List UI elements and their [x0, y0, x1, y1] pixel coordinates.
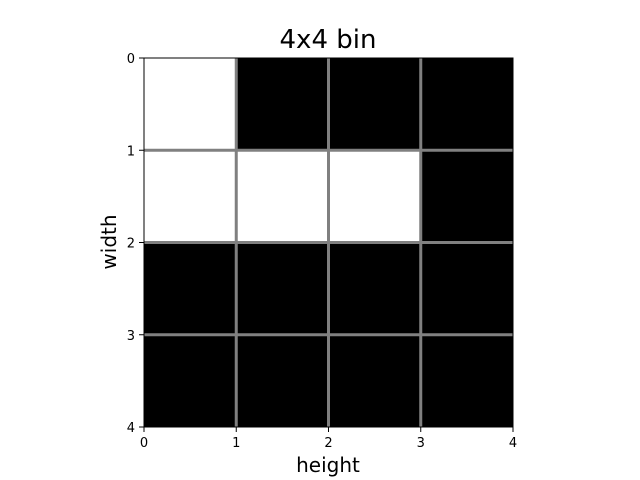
x-tick-label: 0	[140, 436, 148, 451]
heatmap-cell-r1-c0	[144, 150, 237, 243]
x-tick-label: 4	[509, 436, 517, 451]
chart-title: 4x4 bin	[280, 25, 377, 55]
heatmap-cells	[144, 58, 513, 427]
y-tick-label: 4	[127, 421, 135, 436]
heatmap-cell-r1-c1	[236, 150, 329, 243]
heatmap-cell-r3-c0	[144, 334, 237, 427]
heatmap-cell-r2-c3	[420, 242, 513, 335]
heatmap-cell-r0-c2	[328, 58, 421, 151]
y-tick-label: 0	[127, 52, 135, 67]
x-tick-label: 3	[417, 436, 425, 451]
y-tick-label: 3	[127, 329, 135, 344]
heatmap-cell-r1-c2	[328, 150, 421, 243]
heatmap-cell-r2-c0	[144, 242, 237, 335]
heatmap-cell-r3-c1	[236, 334, 329, 427]
heatmap-cell-r3-c2	[328, 334, 421, 427]
y-tick-label: 2	[127, 237, 135, 252]
x-tick-label: 2	[324, 436, 332, 451]
y-axis-ticks: 0 1 2 3 4	[127, 52, 144, 436]
grid-lines	[144, 58, 513, 427]
heatmap-cell-r2-c1	[236, 242, 329, 335]
x-axis-label: height	[296, 453, 360, 477]
y-tick-label: 1	[127, 144, 135, 159]
heatmap-cell-r0-c0	[144, 58, 237, 151]
heatmap-cell-r1-c3	[420, 150, 513, 243]
heatmap-cell-r3-c3	[420, 334, 513, 427]
y-axis-label: width	[97, 214, 121, 269]
x-axis-ticks: 0 1 2 3 4	[140, 427, 517, 451]
heatmap-cell-r2-c2	[328, 242, 421, 335]
heatmap-cell-r0-c1	[236, 58, 329, 151]
x-tick-label: 1	[232, 436, 240, 451]
heatmap-cell-r0-c3	[420, 58, 513, 151]
